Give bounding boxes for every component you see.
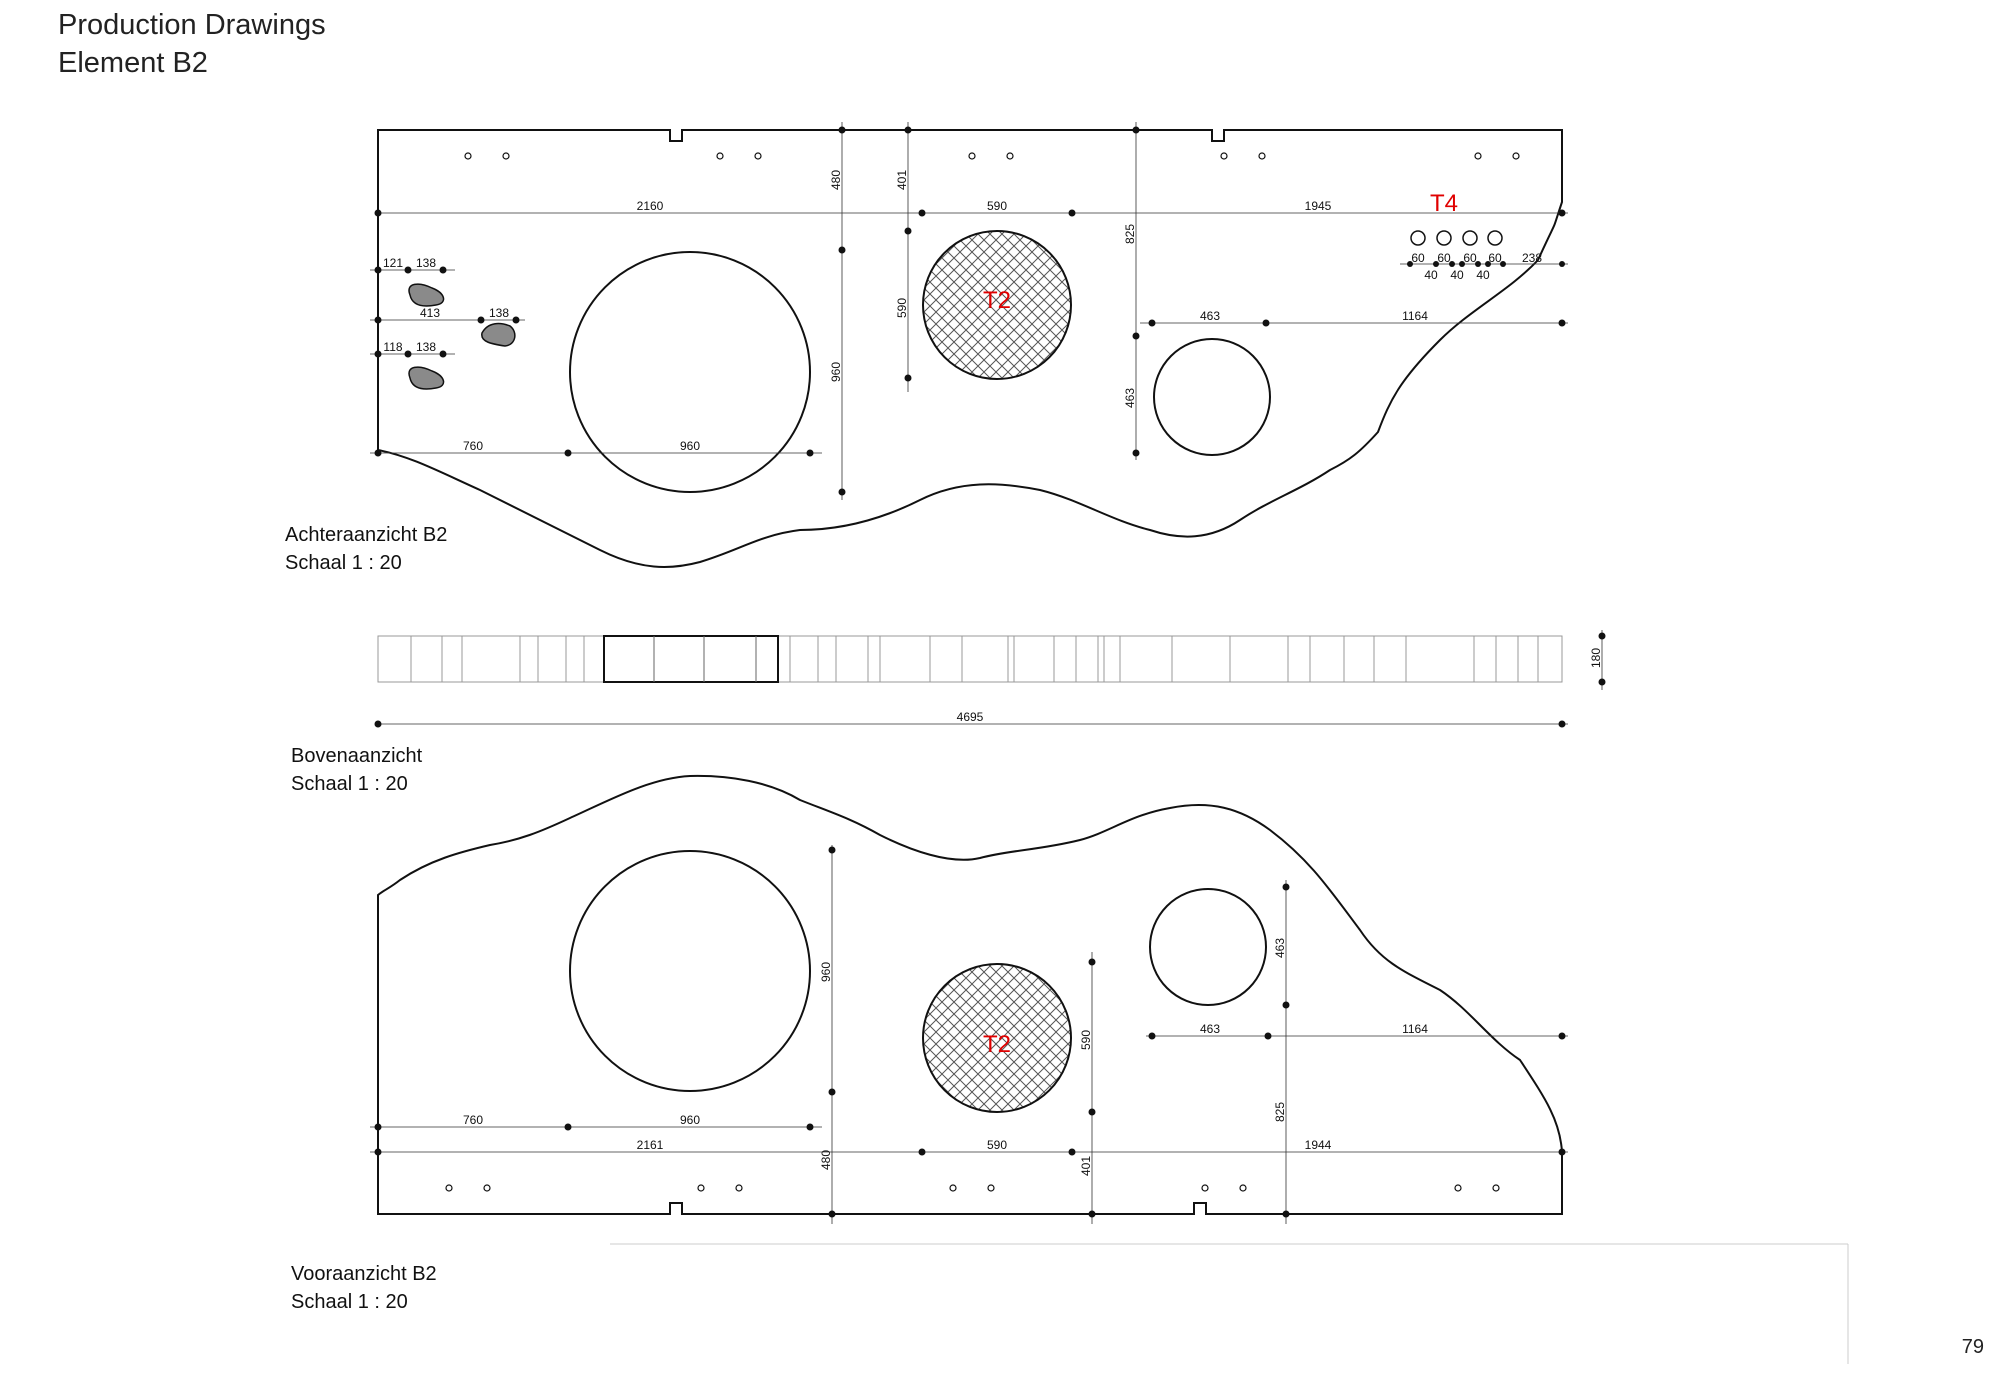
caption-top-scale: Schaal 1 : 20 — [291, 773, 408, 795]
rear-dim-825: 825 — [1123, 224, 1137, 244]
rear-dim-138a: 138 — [416, 256, 436, 270]
front-dim-401: 401 — [1079, 1156, 1093, 1176]
top-highlight-block — [603, 635, 779, 683]
t4-dim-60b: 60 — [1437, 251, 1451, 265]
page-number: 79 — [1961, 1336, 1984, 1358]
rear-dim-960h: 960 — [680, 439, 700, 453]
t4-dim-60d: 60 — [1488, 251, 1502, 265]
rear-dim-1945: 1945 — [1305, 199, 1332, 213]
front-dim-labels: 960 590 463 825 463 1164 760 960 2161 59… — [463, 938, 1428, 1176]
front-dim-590v: 590 — [1079, 1030, 1093, 1050]
rear-dim-590: 590 — [987, 199, 1007, 213]
rear-dim-463h: 463 — [1200, 309, 1220, 323]
top-slices — [410, 636, 1539, 682]
rear-dim-1164: 1164 — [1402, 309, 1428, 323]
front-dim-480: 480 — [819, 1150, 833, 1170]
caption-top-name: Bovenaanzicht — [291, 745, 423, 767]
top-dim-180: 180 — [1589, 648, 1603, 668]
rear-outline — [377, 129, 1563, 568]
rear-dim-413: 413 — [420, 306, 440, 320]
rear-t4-holes — [1410, 230, 1503, 246]
front-dim-760: 760 — [463, 1113, 483, 1127]
rear-dim-760: 760 — [463, 439, 483, 453]
front-dim-463v: 463 — [1273, 938, 1287, 958]
rear-dim-138b: 138 — [489, 306, 509, 320]
rear-dim-labels: 2160 590 1945 480 401 825 960 590 463 46… — [383, 170, 1542, 453]
rear-dim-138c: 138 — [416, 340, 436, 354]
front-dim-2161: 2161 — [637, 1138, 664, 1152]
caption-front-view: Vooraanzicht B2 Schaal 1 : 20 — [291, 1260, 437, 1316]
rear-dim-points — [374, 126, 1566, 496]
front-dim-960v: 960 — [819, 962, 833, 982]
caption-rear-view: Achteraanzicht B2 Schaal 1 : 20 — [285, 521, 447, 577]
front-dim-825: 825 — [1273, 1102, 1287, 1122]
front-dim-590h: 590 — [987, 1138, 1007, 1152]
t4-dim-60a: 60 — [1411, 251, 1425, 265]
rear-large-circle — [569, 251, 811, 493]
t4-dim-40c: 40 — [1476, 268, 1490, 282]
rear-dim-2160: 2160 — [637, 199, 664, 213]
front-bottom-holes — [445, 1184, 1500, 1192]
rear-dim-960v: 960 — [829, 362, 843, 382]
t4-dim-238: 238 — [1522, 251, 1542, 265]
front-large-circle — [569, 850, 811, 1092]
top-view — [374, 630, 1606, 728]
front-tag-t2: T2 — [983, 1031, 1011, 1058]
top-dim-4695: 4695 — [957, 710, 984, 724]
rear-small-circle — [1153, 338, 1271, 456]
title-line-1: Production Drawings — [58, 9, 326, 41]
title-line-2: Element B2 — [58, 47, 208, 79]
front-view — [370, 774, 1568, 1224]
rear-dim-590v: 590 — [895, 298, 909, 318]
rear-dim-121: 121 — [383, 256, 403, 270]
rear-dim-480: 480 — [829, 170, 843, 190]
front-outline — [377, 774, 1563, 1215]
top-outline — [377, 635, 1563, 683]
top-highlight-dividers — [653, 636, 757, 682]
front-dim-1164: 1164 — [1402, 1022, 1428, 1036]
rear-tag-t4: T4 — [1430, 190, 1458, 217]
t4-dim-40b: 40 — [1450, 268, 1464, 282]
caption-front-name: Vooraanzicht B2 — [291, 1263, 437, 1285]
rear-dim-463v: 463 — [1123, 388, 1137, 408]
front-dim-1944: 1944 — [1305, 1138, 1332, 1152]
caption-top-view: Bovenaanzicht Schaal 1 : 20 — [291, 742, 422, 798]
caption-rear-name: Achteraanzicht B2 — [285, 524, 448, 546]
front-dim-960h: 960 — [680, 1113, 700, 1127]
rear-dim-401: 401 — [895, 170, 909, 190]
rear-top-holes — [464, 152, 1520, 160]
page-title: Production Drawings Element B2 — [58, 6, 326, 82]
rear-dim-lines — [370, 122, 1568, 500]
rear-blobs — [408, 283, 516, 390]
caption-front-scale: Schaal 1 : 20 — [291, 1291, 408, 1313]
front-dim-points — [374, 846, 1566, 1218]
rear-view — [370, 122, 1568, 568]
caption-rear-scale: Schaal 1 : 20 — [285, 552, 402, 574]
top-dim-points — [374, 632, 1606, 728]
front-small-circle — [1149, 888, 1267, 1006]
rear-tag-t2: T2 — [983, 287, 1011, 314]
frame-lines — [610, 1243, 1849, 1364]
rear-dim-118: 118 — [383, 340, 402, 354]
t4-dim-60c: 60 — [1463, 251, 1477, 265]
front-dim-463h: 463 — [1200, 1022, 1220, 1036]
front-dim-lines — [370, 845, 1568, 1224]
rear-t2-circle — [922, 230, 1072, 380]
t4-dim-40a: 40 — [1424, 268, 1438, 282]
front-t2-circle — [922, 963, 1072, 1113]
